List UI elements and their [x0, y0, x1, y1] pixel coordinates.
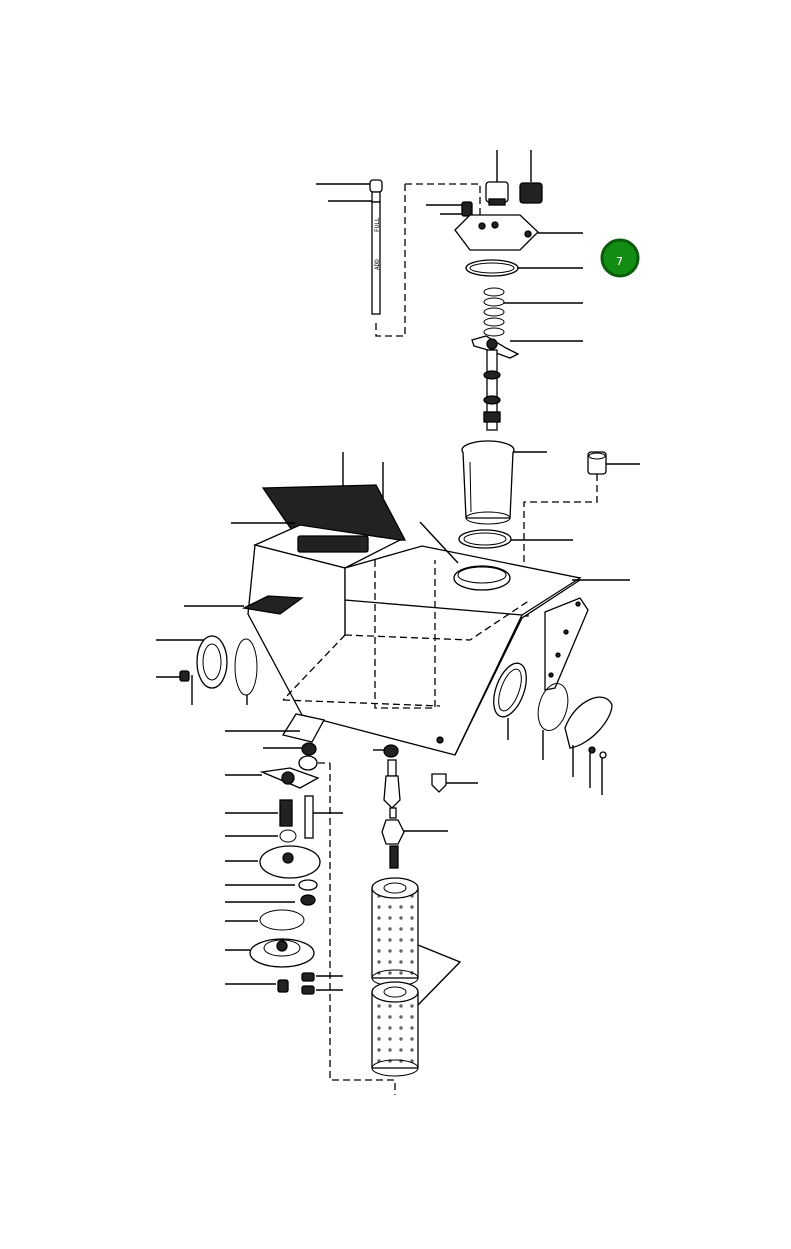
check-valve: [381, 819, 405, 845]
dipstick-add-mark: ADD: [374, 259, 381, 270]
side-port: [493, 662, 527, 718]
valve-stem: [304, 795, 314, 839]
lower-valve-stack: [225, 742, 396, 1095]
tank-body: [184, 452, 630, 756]
callout-badge: 7: [600, 238, 640, 278]
dipstick: [371, 201, 381, 315]
right-oring: [537, 683, 569, 731]
badge-label: 7: [616, 255, 623, 268]
breather-cap-knurled: [519, 182, 543, 204]
valve-housing: [249, 938, 315, 968]
badge-circle: [600, 238, 640, 278]
drain-column: [373, 744, 478, 869]
left-port-components: [156, 635, 258, 705]
right-cover-plate: [564, 696, 613, 749]
filter-element-upper: [371, 877, 419, 987]
filter-element-lower: [371, 981, 419, 1077]
dipstick-full-mark: FULL: [374, 217, 381, 232]
breather-cover-assembly: [426, 150, 583, 277]
right-port-components: [537, 683, 613, 795]
left-oring: [234, 638, 258, 696]
cover-gasket: [465, 259, 519, 277]
drain-plug: [431, 773, 447, 793]
spring-valve-stack: [471, 287, 583, 431]
base-gasket: [259, 909, 305, 931]
filler-neck: [453, 565, 511, 591]
filter-elements: [371, 877, 462, 1077]
dipstick-assembly: FULL ADD: [316, 179, 481, 337]
strainer-plate: [241, 595, 304, 615]
filter-canister: [458, 440, 573, 549]
filler-cover-plate: [454, 214, 539, 251]
left-port-flange: [196, 635, 228, 689]
